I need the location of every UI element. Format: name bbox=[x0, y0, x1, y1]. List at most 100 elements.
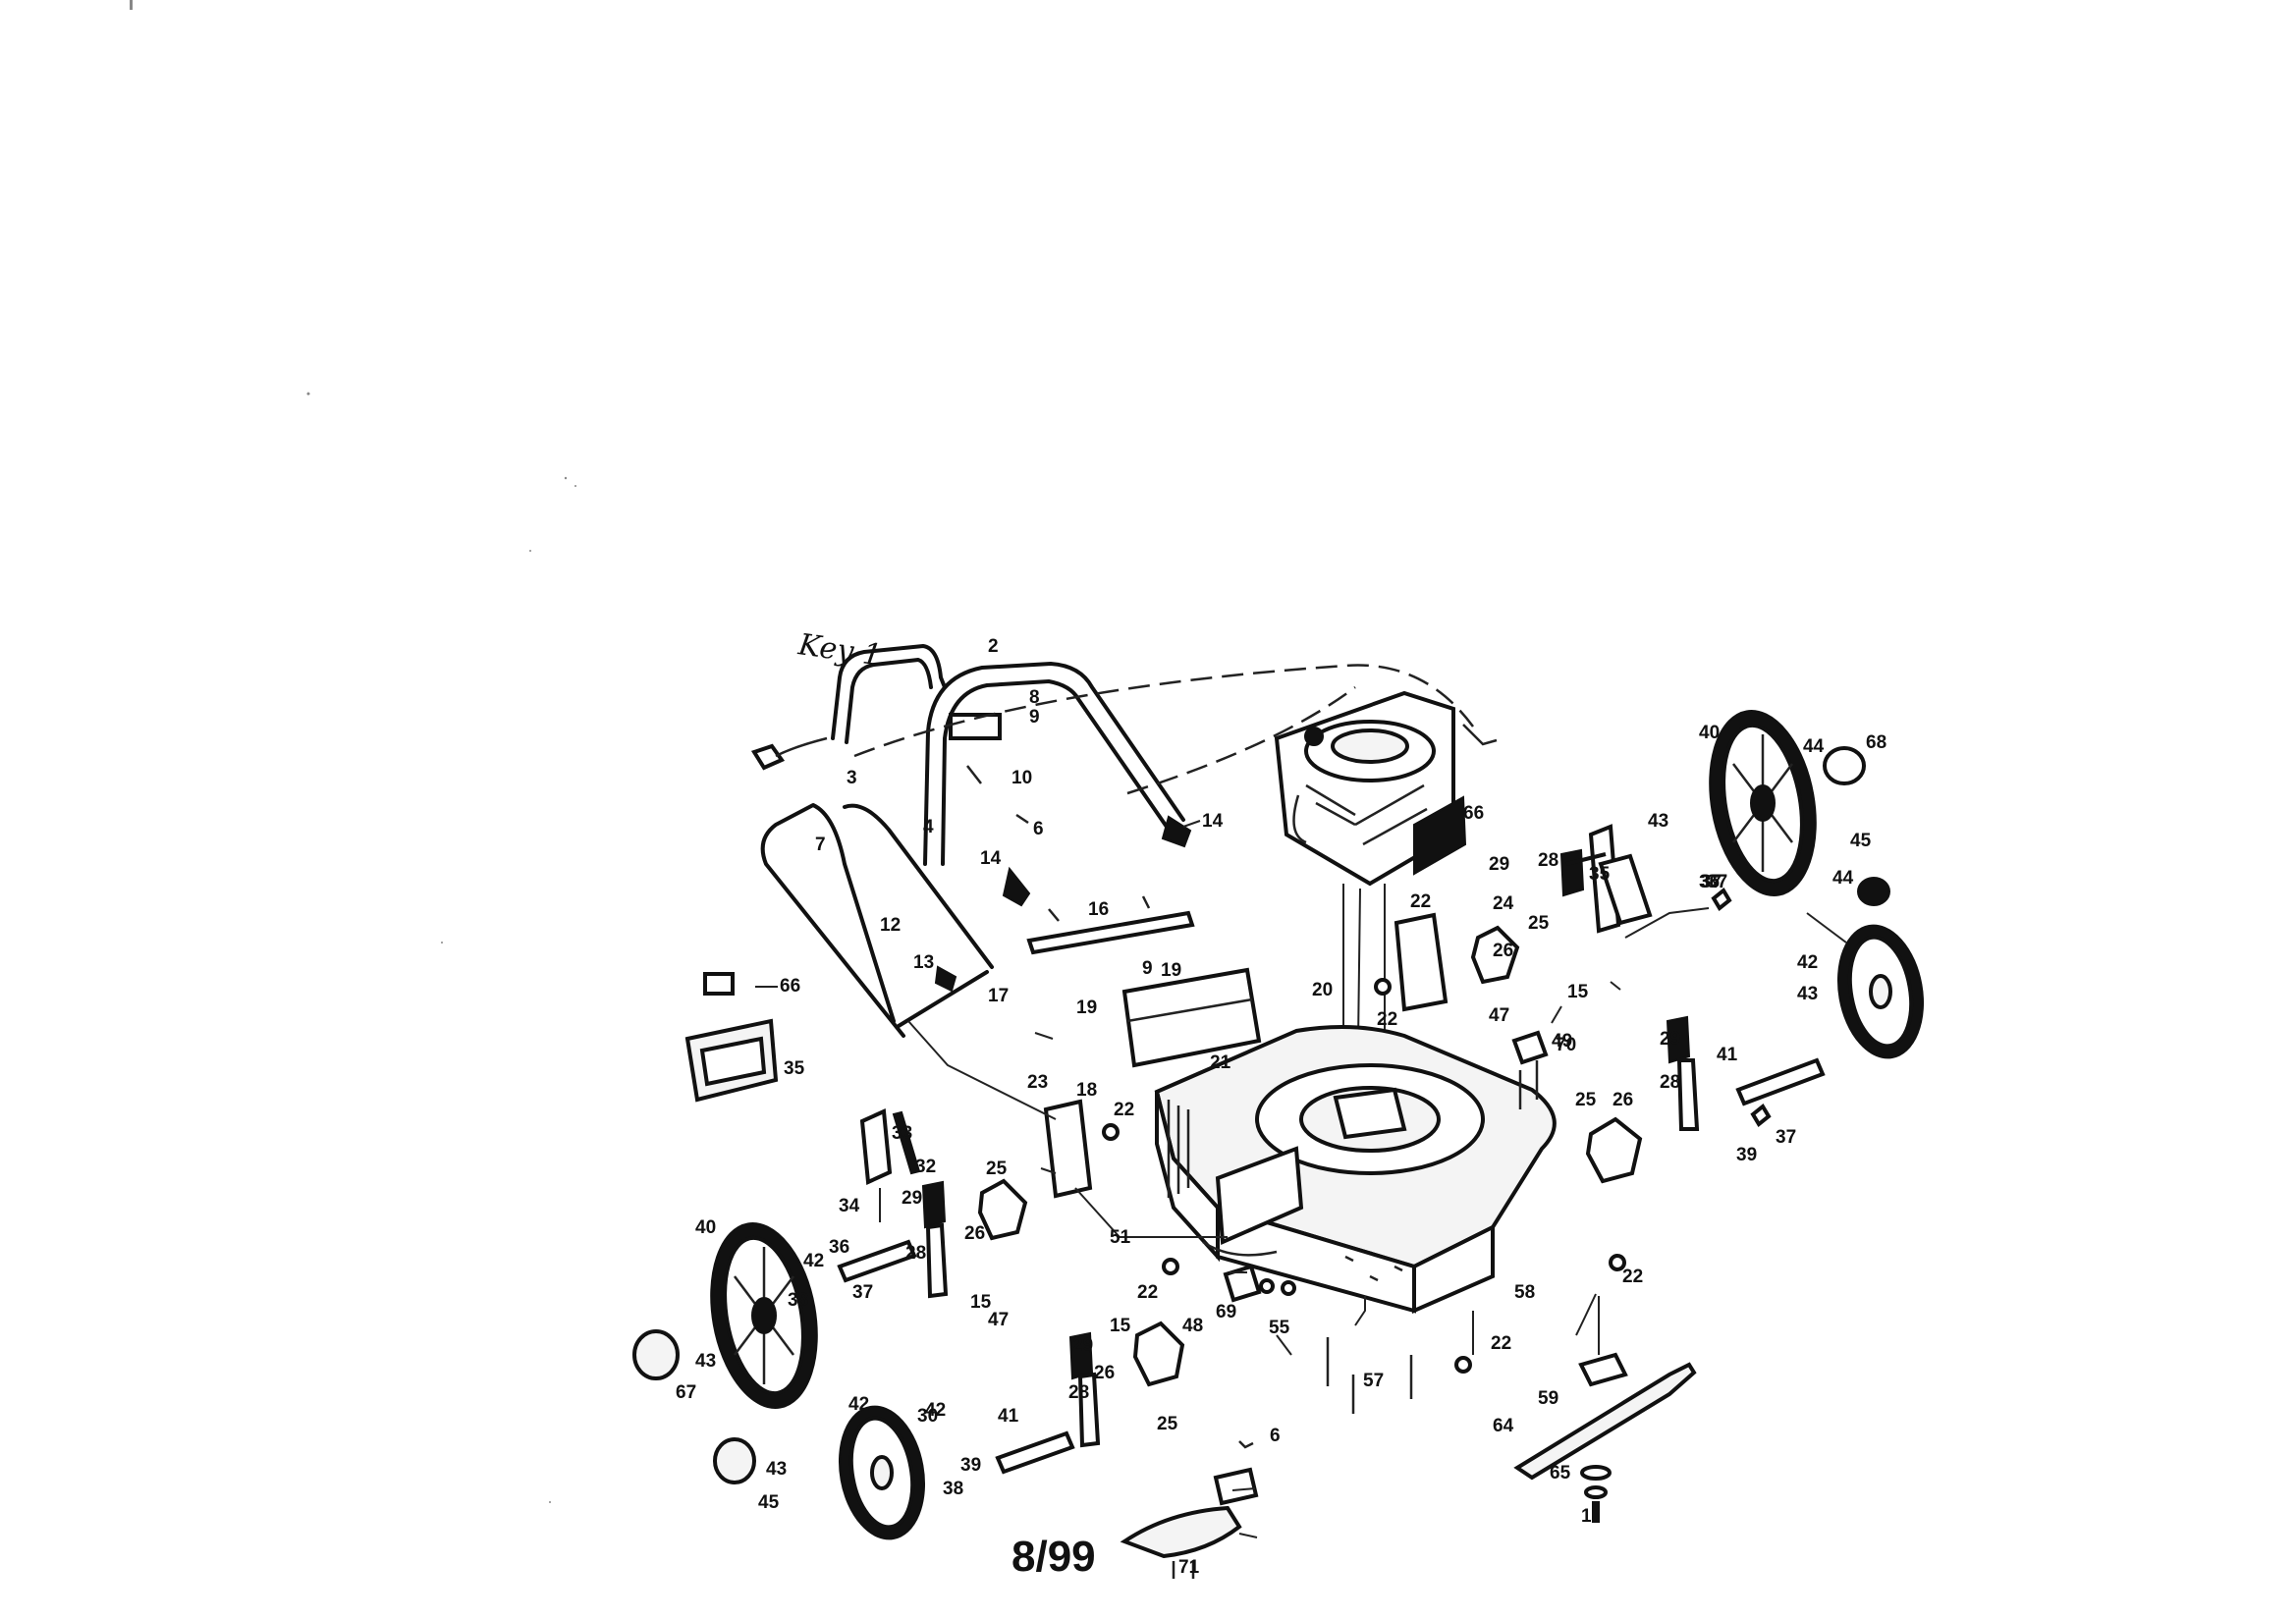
handle-mount-bracket bbox=[1026, 895, 1262, 1068]
callout-label: 67 bbox=[676, 1382, 696, 1403]
callout-label: 49 bbox=[1552, 1031, 1572, 1052]
callout-label: 20 bbox=[1312, 980, 1333, 1000]
blade bbox=[1513, 1296, 1697, 1523]
callout-label: 43 bbox=[1797, 984, 1818, 1004]
callout-label: 43 bbox=[695, 1351, 716, 1372]
callout-label: 9 bbox=[1029, 707, 1040, 728]
callout-label: 37 bbox=[852, 1282, 873, 1303]
callout-label: 44 bbox=[1832, 868, 1854, 889]
height-adjusters bbox=[921, 824, 1700, 1448]
callout-label: 6 bbox=[1033, 819, 1044, 839]
axles bbox=[837, 852, 1826, 1475]
callout-label: 13 bbox=[913, 952, 934, 973]
callout-label: 28 bbox=[1538, 850, 1558, 871]
callout-label: 3 bbox=[847, 768, 857, 788]
callout-label: 8 bbox=[1029, 687, 1040, 708]
lower-handle bbox=[760, 803, 1192, 1038]
callout-label: 35 bbox=[784, 1058, 805, 1079]
leader-lines bbox=[907, 907, 1847, 1356]
callout-label: 21 bbox=[1210, 1052, 1231, 1073]
upper-handle bbox=[923, 662, 1185, 866]
callout-label: 28 bbox=[905, 1243, 926, 1264]
callout-label: 66 bbox=[1463, 803, 1484, 824]
left-small-parts bbox=[684, 972, 921, 1222]
callout-label: 29 bbox=[1072, 1335, 1093, 1356]
front-right-wheel bbox=[1836, 877, 1925, 1059]
callout-label: 1 bbox=[1581, 1506, 1592, 1527]
callout-label: 30 bbox=[917, 1406, 938, 1427]
callout-label: 41 bbox=[1717, 1045, 1738, 1065]
callout-label: 15 bbox=[1567, 982, 1589, 1002]
callout-label: 25 bbox=[1575, 1090, 1597, 1110]
callout-label: 34 bbox=[839, 1196, 860, 1216]
callout-label: 10 bbox=[1011, 768, 1032, 788]
callout-label: 39 bbox=[1736, 1145, 1757, 1165]
callout-label: 7 bbox=[815, 835, 826, 855]
callout-label: 45 bbox=[758, 1492, 780, 1513]
callout-label: 15 bbox=[1110, 1316, 1131, 1336]
callout-label: 68 bbox=[1866, 732, 1886, 753]
callout-label: 36 bbox=[1699, 872, 1720, 892]
callout-label: 64 bbox=[1493, 1416, 1514, 1436]
callout-label: 32 bbox=[915, 1157, 936, 1177]
callout-label: 25 bbox=[1157, 1414, 1178, 1434]
callout-label: 29 bbox=[902, 1188, 922, 1209]
callout-label: 38 bbox=[943, 1479, 963, 1499]
callout-label: 69 bbox=[1216, 1302, 1236, 1322]
callout-label: 12 bbox=[880, 915, 901, 936]
callout-label: 29 bbox=[1489, 854, 1509, 875]
callout-label: 55 bbox=[1269, 1318, 1290, 1338]
callout-label: 42 bbox=[803, 1251, 824, 1271]
callout-labels: 1 2 3 4 6 6 7 8 9 9 10 12 13 14 14 15 15… bbox=[676, 636, 1886, 1578]
callout-label: 42 bbox=[925, 1400, 946, 1421]
callout-label: 26 bbox=[1613, 1090, 1633, 1110]
scan-specks bbox=[130, 0, 576, 1503]
callout-label: 36 bbox=[829, 1237, 849, 1258]
callout-label: 22 bbox=[1114, 1100, 1134, 1120]
engine bbox=[1274, 690, 1467, 887]
callout-label: 14 bbox=[980, 848, 1002, 869]
control-bail bbox=[750, 644, 947, 771]
date-stamp: 8/99 bbox=[1011, 1533, 1096, 1581]
callout-label: 38 bbox=[788, 1290, 808, 1311]
callout-label: 66 bbox=[780, 976, 800, 997]
callout-label: 29 bbox=[1660, 1029, 1680, 1050]
callout-label: 57 bbox=[1363, 1371, 1384, 1391]
callout-label: 22 bbox=[1377, 1009, 1397, 1030]
callout-label: 65 bbox=[1550, 1463, 1571, 1483]
callout-label: 16 bbox=[1088, 899, 1109, 920]
callout-label: 25 bbox=[986, 1159, 1008, 1179]
fasteners bbox=[1102, 978, 1626, 1414]
callout-label: 42 bbox=[848, 1394, 869, 1415]
callout-label: 70 bbox=[1556, 1035, 1576, 1055]
callout-label: 26 bbox=[964, 1223, 985, 1244]
deflector-parts bbox=[1120, 1440, 1259, 1579]
callout-label: 18 bbox=[1076, 1080, 1097, 1101]
callout-label: 26 bbox=[1493, 941, 1513, 961]
rear-right-wheel bbox=[1709, 710, 1866, 896]
handwritten-key-note: Key 1 bbox=[795, 627, 884, 674]
callout-label: 22 bbox=[1410, 891, 1431, 912]
callout-label: 17 bbox=[988, 986, 1009, 1006]
callout-label: 40 bbox=[1699, 723, 1720, 743]
adjuster-gears bbox=[977, 925, 1643, 1387]
callout-label: 47 bbox=[1489, 1005, 1509, 1026]
callout-label: 51 bbox=[1110, 1227, 1131, 1248]
callout-label: 4 bbox=[923, 817, 934, 837]
callout-label: 25 bbox=[1528, 913, 1550, 934]
callout-label: 48 bbox=[1182, 1316, 1203, 1336]
callout-label: 45 bbox=[1850, 831, 1872, 851]
callout-label: 9 bbox=[1142, 958, 1153, 979]
callout-label: 40 bbox=[695, 1217, 716, 1238]
callout-label: 14 bbox=[1202, 811, 1224, 832]
callout-label: 41 bbox=[998, 1406, 1019, 1427]
callout-label: 71 bbox=[1178, 1557, 1200, 1578]
callout-label: 26 bbox=[1094, 1363, 1115, 1383]
callout-label: 22 bbox=[1137, 1282, 1158, 1303]
callout-label: 59 bbox=[1538, 1388, 1558, 1409]
throttle-cable bbox=[853, 664, 1498, 795]
callout-label: 6 bbox=[1270, 1426, 1281, 1446]
callout-label: 24 bbox=[1493, 893, 1514, 914]
callout-label: 19 bbox=[1161, 960, 1181, 981]
